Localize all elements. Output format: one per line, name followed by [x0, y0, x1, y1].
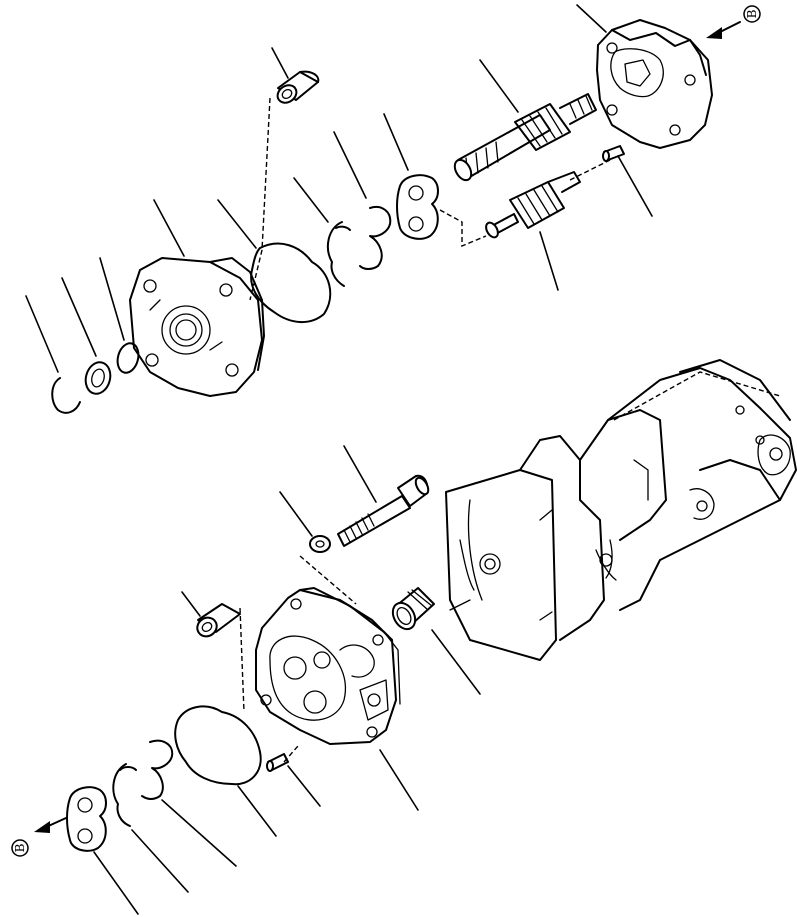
backup-ring-lower-b [112, 763, 137, 827]
backup-ring-upper-a [326, 221, 351, 287]
front-cover-upper [129, 257, 265, 397]
washer-upper [116, 342, 140, 374]
tie-bolt [337, 474, 430, 547]
ref-marker-bottom-label: B [13, 843, 27, 852]
backup-ring-lower-a [141, 739, 174, 800]
ref-marker-bottom: B [11, 817, 67, 857]
dowel-pin-lower [266, 753, 289, 772]
wear-plate-upper [396, 174, 439, 240]
assembly-lines-upper [249, 97, 611, 301]
oil-seal-upper [84, 361, 112, 395]
gear-housing-lower [255, 587, 401, 745]
leader-lines-lower [93, 445, 481, 915]
dowel-pin-upper [602, 145, 625, 162]
backup-ring-upper-b [359, 206, 392, 270]
rear-pump-housing [596, 19, 713, 149]
idler-gear [485, 171, 581, 239]
pump-assembly-body [445, 359, 797, 661]
gasket-upper [250, 242, 332, 323]
ref-marker-top: B [706, 5, 761, 39]
washer-lower [309, 535, 331, 553]
drive-shaft-gear [453, 93, 597, 182]
leader-lines-upper [25, 4, 653, 373]
needle-bearing [391, 587, 435, 631]
ref-marker-top-label: B [745, 9, 759, 18]
assembly-lines-lower [239, 555, 357, 763]
bushing-lower [196, 603, 241, 638]
snap-ring-upper [51, 377, 81, 414]
gasket-lower [174, 705, 262, 786]
wear-plate-lower [66, 786, 107, 852]
bushing-upper [276, 70, 320, 104]
